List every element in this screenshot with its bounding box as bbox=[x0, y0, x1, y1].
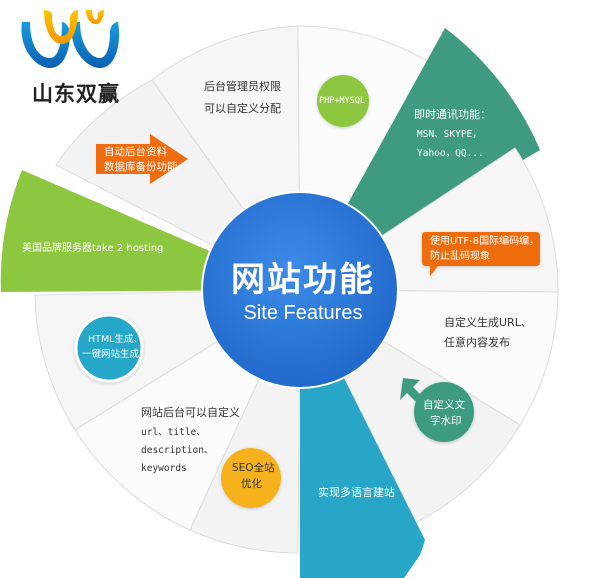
html-line2: 一键网站生成 bbox=[82, 349, 140, 360]
watermark-arrow-icon bbox=[400, 378, 424, 404]
logo-text: 山东双赢 bbox=[32, 82, 120, 106]
php-mysql-badge bbox=[317, 75, 369, 127]
logo-mark bbox=[21, 10, 120, 68]
seo-meta-line1: 网站后台可以自定义 bbox=[141, 406, 240, 419]
im-line1: 即时通讯功能： bbox=[414, 108, 491, 121]
seo-meta-line3: description、 bbox=[141, 445, 214, 456]
seo-line2: 优化 bbox=[241, 478, 262, 490]
hub-title-cn: 网站功能 bbox=[231, 260, 375, 300]
utf8-line1: 使用UTF-8国际编码编， bbox=[430, 236, 540, 247]
url-line1: 自定义生成URL、 bbox=[444, 316, 532, 329]
url-line2: 任意内容发布 bbox=[444, 336, 510, 349]
watermark-badge bbox=[414, 382, 474, 442]
html-badge bbox=[74, 313, 144, 383]
utf8-bubble bbox=[422, 232, 540, 276]
admin-perm-line1: 后台管理员权限 bbox=[204, 80, 281, 93]
admin-perm-line2: 可以自定义分配 bbox=[204, 102, 281, 115]
hosting-label: 美国品牌服务器take 2 hosting bbox=[22, 243, 164, 254]
seo-line1: SEO全站 bbox=[232, 462, 275, 474]
watermark-line1: 自定义文 bbox=[423, 399, 465, 411]
seo-meta-line4: keywords bbox=[141, 463, 187, 474]
seo-badge bbox=[221, 448, 281, 508]
html-line1: HTML生成、 bbox=[88, 334, 143, 345]
im-line2: MSN、SKYPE， bbox=[417, 129, 482, 140]
utf8-line2: 防止乱码现象 bbox=[430, 251, 490, 262]
backup-line1: 自动后台资料 bbox=[104, 146, 167, 158]
backup-arrow bbox=[96, 134, 188, 184]
backup-line2: 数据库备份功能 bbox=[104, 161, 178, 173]
im-line3: Yahoo，QQ... bbox=[417, 148, 484, 159]
hub-circle bbox=[201, 191, 399, 389]
seo-meta-line2: url、title、 bbox=[141, 427, 206, 438]
php-mysql-label: PHP+MYSQL bbox=[319, 96, 366, 106]
multilanguage-label: 实现多语言建站 bbox=[318, 486, 395, 499]
watermark-line2: 字水印 bbox=[430, 415, 462, 427]
hub-title-en: Site Features bbox=[243, 302, 363, 324]
